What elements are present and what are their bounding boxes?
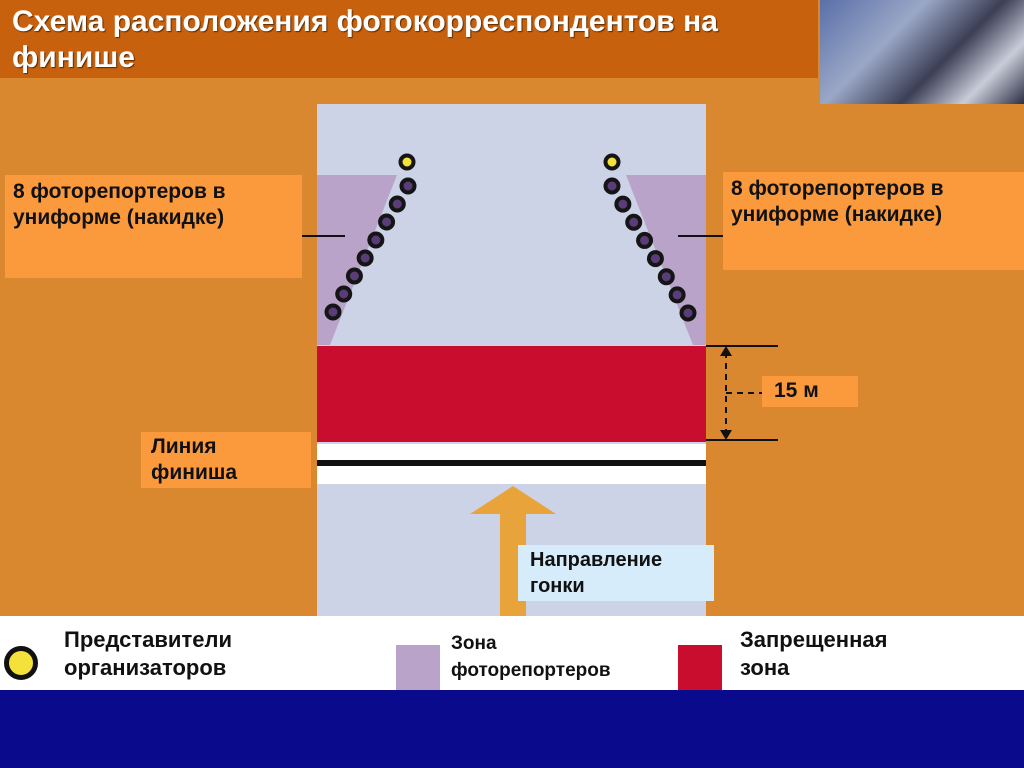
dim-arrow-up-icon (720, 346, 732, 356)
legend-bar (0, 616, 1024, 690)
label-finish-line: Линия финиша (141, 432, 311, 488)
label-left-photographers: 8 фоторепортеров в униформе (накидке) (5, 175, 302, 278)
organizer-marker-right (603, 153, 621, 171)
legend-photographers-zone: Зона фоторепортеров (451, 633, 611, 681)
legend-organizers: Представители организаторов (64, 627, 232, 680)
label-race-direction: Направление гонки (518, 545, 714, 601)
photographer-marker-right (668, 286, 686, 304)
label-right-photographers: 8 фоторепортеров в униформе (накидке) (723, 172, 1024, 270)
photographer-marker-left (388, 195, 406, 213)
race-direction-arrow-icon (470, 486, 556, 616)
photographer-marker-right (625, 213, 643, 231)
photographer-marker-right (657, 268, 675, 286)
photographer-marker-right (679, 304, 697, 322)
photographer-marker-left (399, 177, 417, 195)
photographer-marker-right (636, 231, 654, 249)
legend-photographers-zone-swatch (396, 645, 440, 690)
photographer-marker-left (345, 267, 363, 285)
forbidden-zone (317, 346, 706, 442)
slide-title: Схема расположения фотокорреспондентов н… (12, 5, 718, 74)
zone-wedge-right (626, 175, 706, 345)
legend-forbidden-zone-swatch (678, 645, 722, 690)
photographer-marker-left (378, 213, 396, 231)
photographer-marker-left (367, 231, 385, 249)
title-banner (0, 0, 818, 78)
diagram-overlay (302, 153, 778, 616)
track-center-under-zone (397, 175, 626, 345)
dim-arrow-down-icon (720, 430, 732, 440)
finish-line (317, 460, 706, 466)
photographer-marker-left (335, 285, 353, 303)
photographer-marker-right (614, 195, 632, 213)
photographer-marker-right (646, 250, 664, 268)
corner-photo (820, 0, 1024, 104)
photographer-marker-left (356, 249, 374, 267)
photographer-marker-right (603, 177, 621, 195)
photographer-marker-left (324, 303, 342, 321)
label-distance: 15 м (762, 376, 858, 407)
photographer-markers (324, 153, 697, 322)
organizer-marker-left (398, 153, 416, 171)
legend-forbidden-zone: Запрещенная зона (740, 627, 888, 680)
organizer-marker-icon (4, 646, 38, 680)
